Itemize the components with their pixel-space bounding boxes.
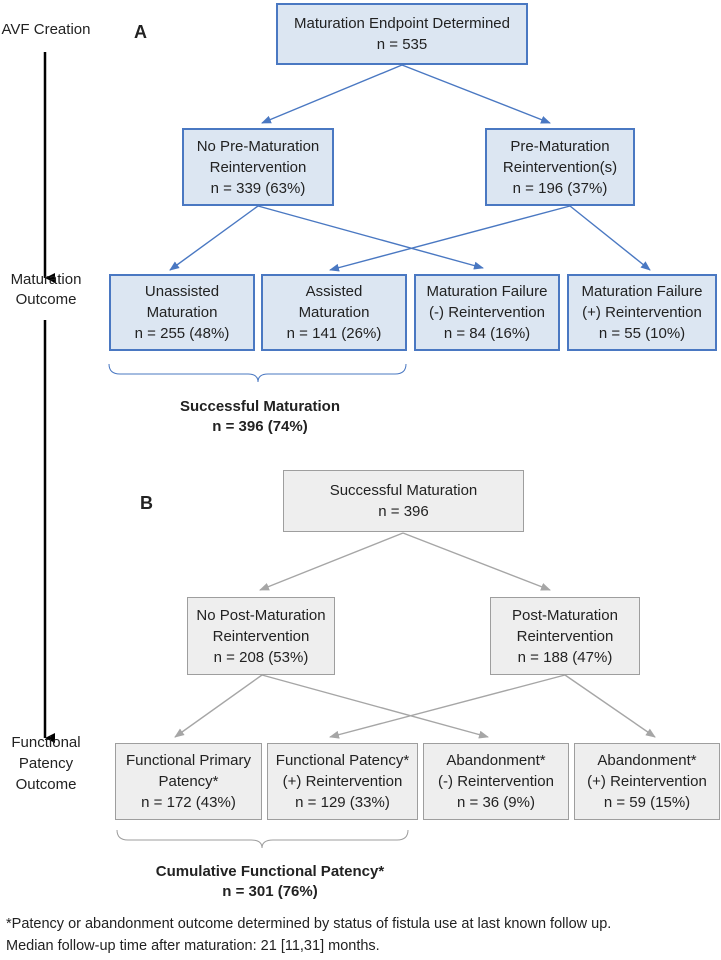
footnote-line-2: Median follow-up time after maturation: … bbox=[6, 938, 380, 954]
arrow-b-left-primary bbox=[174, 674, 263, 738]
side-label-maturation-outcome: Maturation Outcome bbox=[10, 271, 82, 308]
arrow-a-top-left bbox=[261, 64, 403, 124]
panel-b-label: B bbox=[140, 493, 153, 513]
footnote: *Patency or abandonment outcome determin… bbox=[6, 913, 611, 957]
summary-a-successful-maturation: Successful Maturation n = 396 (74%) bbox=[179, 398, 341, 435]
arrow-b-right-abandon-plus bbox=[564, 674, 656, 738]
arrow-a-left-unassisted bbox=[169, 205, 259, 271]
arrow-b-top-left bbox=[259, 532, 404, 591]
side-label-functional-patency-outcome: Functional Patency Outcome bbox=[11, 734, 81, 793]
brace-b bbox=[116, 829, 409, 849]
panel-a-label: A bbox=[134, 22, 147, 42]
side-label-avf-creation: AVF Creation bbox=[1, 21, 91, 38]
arrow-b-top-right bbox=[402, 532, 551, 591]
arrow-a-right-assisted bbox=[329, 205, 571, 272]
arrow-a-right-failure-plus bbox=[569, 205, 651, 271]
arrow-b-right-patency-plus bbox=[329, 674, 566, 739]
arrow-b-left-abandon-minus bbox=[261, 674, 489, 739]
brace-a bbox=[108, 363, 407, 383]
arrow-a-top-right bbox=[401, 64, 551, 124]
summary-b-cumulative-functional-patency: Cumulative Functional Patency* n = 301 (… bbox=[155, 863, 385, 900]
footnote-line-1: *Patency or abandonment outcome determin… bbox=[6, 916, 612, 932]
arrow-a-left-failure-minus bbox=[257, 205, 484, 270]
